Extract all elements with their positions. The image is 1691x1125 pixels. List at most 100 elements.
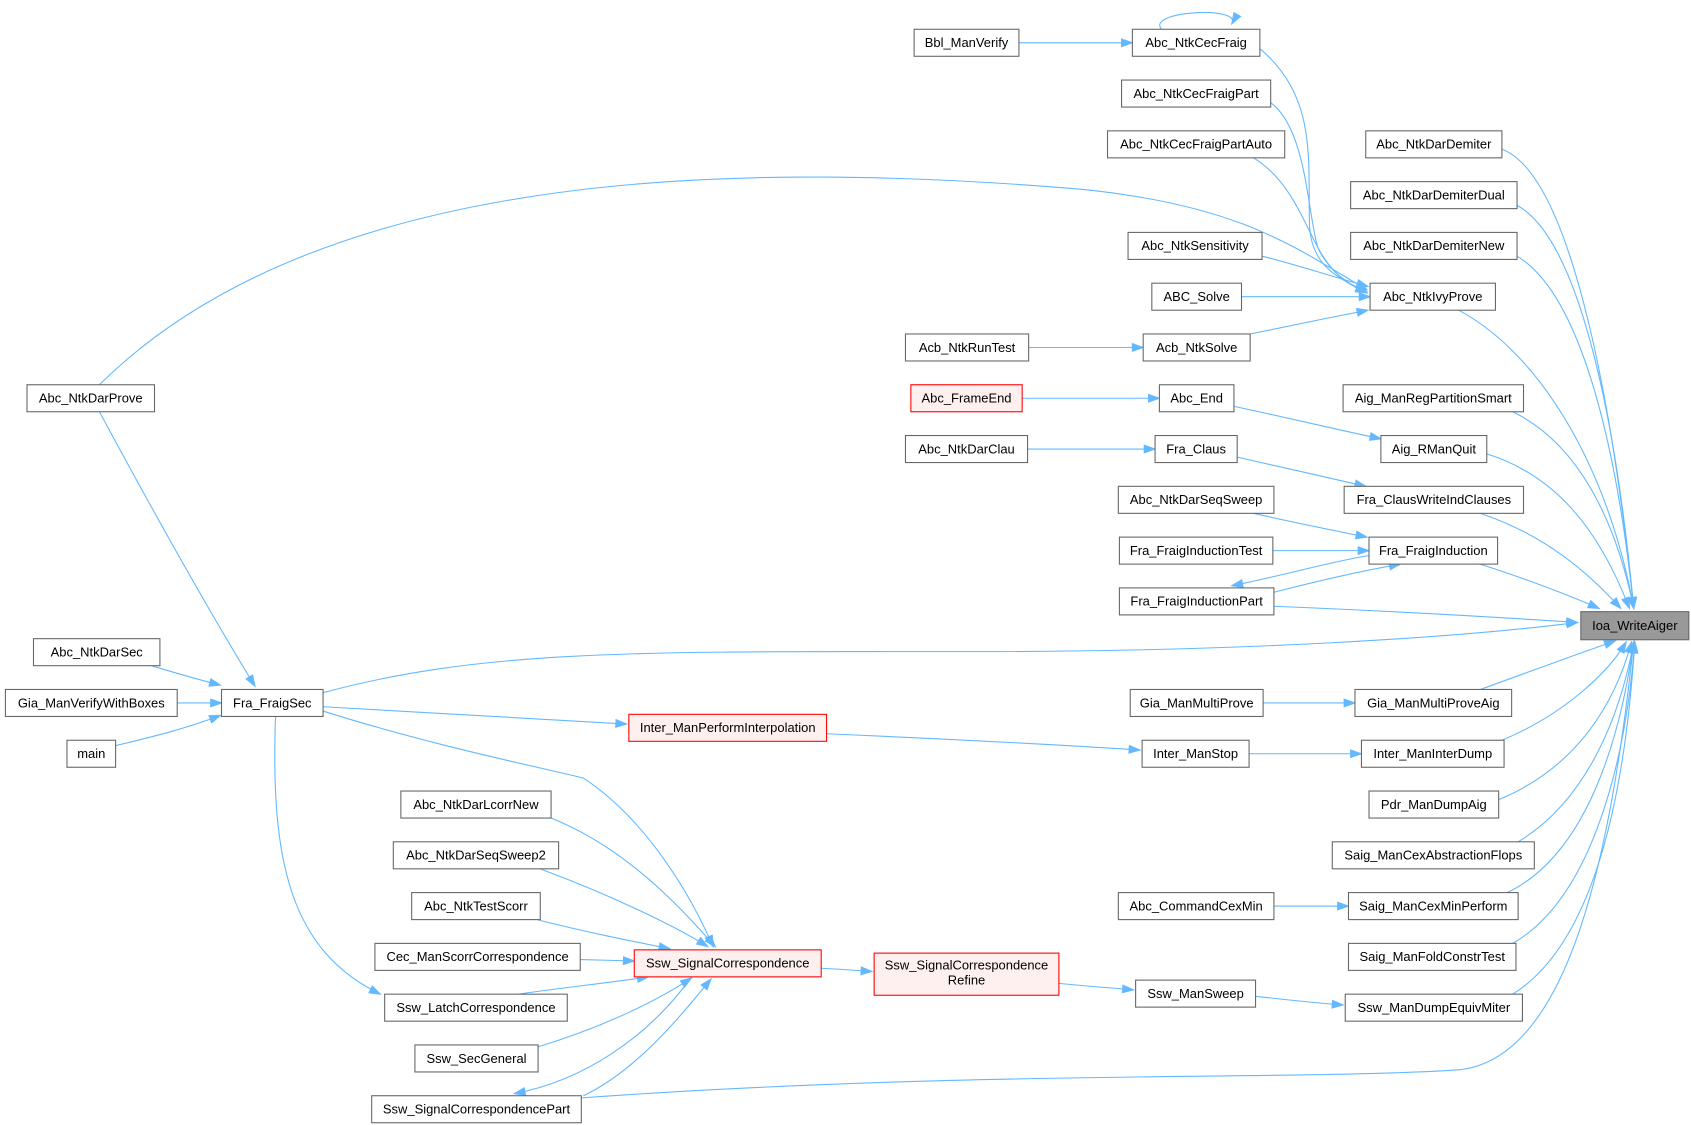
node-ssw-signalcorrespondence[interactable]: Ssw_SignalCorrespondence xyxy=(633,949,822,978)
node-box[interactable] xyxy=(1368,790,1500,819)
node-box[interactable] xyxy=(904,333,1030,362)
node-box[interactable] xyxy=(384,993,568,1022)
node-box[interactable] xyxy=(1343,485,1525,514)
node-saig-manfoldconstrtest[interactable]: Saig_ManFoldConstrTest xyxy=(1347,942,1517,971)
node-box[interactable] xyxy=(633,949,822,978)
node-ssw-signalcorrespondencepart[interactable]: Ssw_SignalCorrespondencePart xyxy=(371,1095,582,1124)
node-box[interactable] xyxy=(1117,485,1275,514)
node-box[interactable] xyxy=(26,384,156,413)
node-abc-ntkdarlcorrnew[interactable]: Abc_NtkDarLcorrNew xyxy=(400,790,552,819)
node-box[interactable] xyxy=(1118,536,1274,565)
node-abc-ntkcecfraigpart[interactable]: Abc_NtkCecFraigPart xyxy=(1121,79,1272,108)
node-box[interactable] xyxy=(1350,231,1518,260)
node-gia-manverifywithboxes[interactable]: Gia_ManVerifyWithBoxes xyxy=(4,688,178,718)
node-box[interactable] xyxy=(1350,181,1518,210)
node-box[interactable] xyxy=(1131,28,1261,57)
node-box[interactable] xyxy=(1142,333,1251,362)
node-box[interactable] xyxy=(913,28,1020,57)
node-box[interactable] xyxy=(628,713,828,742)
node-aig-manregpartitionsmart[interactable]: Aig_ManRegPartitionSmart xyxy=(1342,384,1525,413)
node-box[interactable] xyxy=(1344,993,1523,1022)
node-gia-manmultiproveaig[interactable]: Gia_ManMultiProveAig xyxy=(1354,688,1513,718)
node-box[interactable] xyxy=(1365,130,1503,159)
node-box[interactable] xyxy=(1121,79,1272,108)
node-box[interactable] xyxy=(392,841,560,870)
node-abc-ntksensitivity[interactable]: Abc_NtkSensitivity xyxy=(1127,231,1263,260)
node-box[interactable] xyxy=(32,638,161,667)
node-fra-fraiginductiontest[interactable]: Fra_FraigInductionTest xyxy=(1118,536,1274,565)
node-box[interactable] xyxy=(873,952,1060,996)
node-abc-commandcexmin[interactable]: Abc_CommandCexMin xyxy=(1117,892,1275,921)
node-box[interactable] xyxy=(1135,979,1257,1008)
node-box[interactable] xyxy=(1129,688,1264,718)
node-ssw-mandumpequivmiter[interactable]: Ssw_ManDumpEquivMiter xyxy=(1344,993,1523,1022)
node-box[interactable] xyxy=(1347,892,1519,921)
node-abc-ntkdardemiternew[interactable]: Abc_NtkDarDemiterNew xyxy=(1350,231,1518,260)
node-inter-manstop[interactable]: Inter_ManStop xyxy=(1141,739,1250,768)
node-box[interactable] xyxy=(1331,841,1535,870)
node-fra-fraiginduction[interactable]: Fra_FraigInduction xyxy=(1368,536,1499,565)
node-box[interactable] xyxy=(1154,434,1238,464)
node-ssw-latchcorrespondence[interactable]: Ssw_LatchCorrespondence xyxy=(384,993,568,1022)
node-cec-manscorrcorrespondence[interactable]: Cec_ManScorrCorrespondence xyxy=(374,942,581,971)
node-box[interactable] xyxy=(1369,282,1496,311)
node-box[interactable] xyxy=(1158,384,1235,413)
node-box[interactable] xyxy=(66,739,117,768)
node-abc-ntkdarsec[interactable]: Abc_NtkDarSec xyxy=(32,638,161,667)
node-abc-ntkdarclau[interactable]: Abc_NtkDarClau xyxy=(904,434,1029,464)
node-abc-ntkcecfraig[interactable]: Abc_NtkCecFraig xyxy=(1131,28,1261,57)
root-node[interactable]: Ioa_WriteAiger xyxy=(1580,611,1690,641)
node-acb-ntksolve[interactable]: Acb_NtkSolve xyxy=(1142,333,1251,362)
node-acb-ntkruntest[interactable]: Acb_NtkRunTest xyxy=(904,333,1030,362)
node-ssw-mansweep[interactable]: Ssw_ManSweep xyxy=(1135,979,1257,1008)
node-abc-ntkcecfraigpartauto[interactable]: Abc_NtkCecFraigPartAuto xyxy=(1106,130,1286,159)
node-box[interactable] xyxy=(1347,942,1517,971)
node-bbl-manverify[interactable]: Bbl_ManVerify xyxy=(913,28,1020,57)
node-box[interactable] xyxy=(1354,688,1513,718)
node-abc-frameend[interactable]: Abc_FrameEnd xyxy=(910,384,1023,413)
node-box[interactable] xyxy=(1368,536,1499,565)
node-fra-clauswriteindclauses[interactable]: Fra_ClausWriteIndClauses xyxy=(1343,485,1525,514)
node-inter-maninterdump[interactable]: Inter_ManInterDump xyxy=(1360,739,1505,768)
node-abc-ntktestscorr[interactable]: Abc_NtkTestScorr xyxy=(411,892,541,921)
node-box[interactable] xyxy=(910,384,1023,413)
node-abc-ntkdarseqsweep[interactable]: Abc_NtkDarSeqSweep xyxy=(1117,485,1275,514)
node-abc-ntkdardemiterdual[interactable]: Abc_NtkDarDemiterDual xyxy=(1350,181,1518,210)
node-box[interactable] xyxy=(374,942,581,971)
node-fra-fraigsec[interactable]: Fra_FraigSec xyxy=(220,688,324,718)
node-abc-solve[interactable]: ABC_Solve xyxy=(1151,282,1243,311)
node-pdr-mandumpaig[interactable]: Pdr_ManDumpAig xyxy=(1368,790,1500,819)
node-abc-ntkdarprove[interactable]: Abc_NtkDarProve xyxy=(26,384,156,413)
node-abc-end[interactable]: Abc_End xyxy=(1158,384,1235,413)
node-fra-fraiginductionpart[interactable]: Fra_FraigInductionPart xyxy=(1118,587,1275,616)
node-fra-claus[interactable]: Fra_Claus xyxy=(1154,434,1238,464)
node-box[interactable] xyxy=(411,892,541,921)
node-ssw-secgeneral[interactable]: Ssw_SecGeneral xyxy=(414,1044,539,1073)
node-saig-mancexabstractionflops[interactable]: Saig_ManCexAbstractionFlops xyxy=(1331,841,1535,870)
node-inter-manperforminterpolation[interactable]: Inter_ManPerformInterpolation xyxy=(628,713,828,742)
node-box[interactable] xyxy=(1151,282,1243,311)
node-aig-rmanquit[interactable]: Aig_RManQuit xyxy=(1380,434,1488,464)
node-box[interactable] xyxy=(1380,434,1488,464)
node-box[interactable] xyxy=(1580,611,1690,641)
node-box[interactable] xyxy=(400,790,552,819)
node-box[interactable] xyxy=(1118,587,1275,616)
node-abc-ntkdardemiter[interactable]: Abc_NtkDarDemiter xyxy=(1365,130,1503,159)
node-saig-mancexminperform[interactable]: Saig_ManCexMinPerform xyxy=(1347,892,1519,921)
node-box[interactable] xyxy=(371,1095,582,1124)
node-abc-ntkdarseqsweep2[interactable]: Abc_NtkDarSeqSweep2 xyxy=(392,841,560,870)
node-gia-manmultiprove[interactable]: Gia_ManMultiProve xyxy=(1129,688,1264,718)
node-abc-ntkivyprove[interactable]: Abc_NtkIvyProve xyxy=(1369,282,1496,311)
node-main[interactable]: main xyxy=(66,739,117,768)
node-box[interactable] xyxy=(220,688,324,718)
node-box[interactable] xyxy=(1106,130,1286,159)
node-box[interactable] xyxy=(1360,739,1505,768)
node-box[interactable] xyxy=(1127,231,1263,260)
node-box[interactable] xyxy=(414,1044,539,1073)
node-box[interactable] xyxy=(1141,739,1250,768)
node-box[interactable] xyxy=(904,434,1029,464)
node-box[interactable] xyxy=(1117,892,1275,921)
node-box[interactable] xyxy=(4,688,178,718)
node-box[interactable] xyxy=(1342,384,1525,413)
